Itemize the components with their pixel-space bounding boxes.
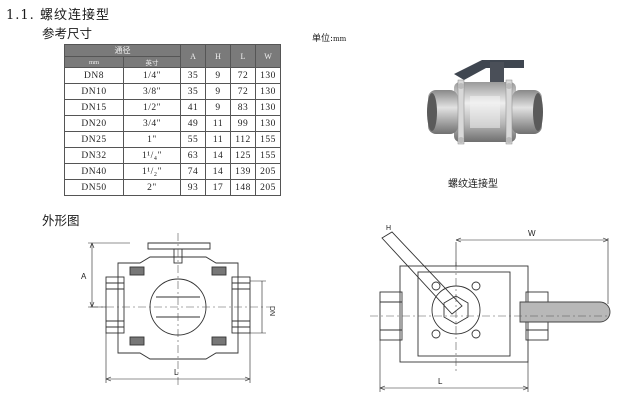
cell-dn: DN20 — [64, 115, 124, 132]
cell-dn: DN8 — [64, 67, 124, 84]
cell-w: 130 — [255, 83, 281, 100]
sub-header-inch: 英寸 — [123, 56, 181, 68]
cell-h: 14 — [205, 163, 231, 180]
col-header-h: H — [205, 44, 231, 68]
reference-dimensions-title: 参考尺寸 — [42, 26, 93, 41]
dim-label-h: H — [386, 225, 391, 232]
group-header: 通径 — [64, 44, 181, 57]
top-view-drawing: W L H — [370, 225, 611, 392]
cell-l: 72 — [230, 83, 256, 100]
cell-a: 35 — [180, 83, 206, 100]
cell-h: 17 — [205, 179, 231, 196]
cell-h: 9 — [205, 99, 231, 116]
cell-l: 148 — [230, 179, 256, 196]
cell-l: 72 — [230, 67, 256, 84]
dim-label-l-top: L — [438, 377, 443, 386]
cell-dn: DN50 — [64, 179, 124, 196]
unit-label-text: 单位: — [312, 34, 334, 44]
dim-label-dn: DN — [268, 306, 275, 316]
col-header-w: W — [255, 44, 281, 68]
section-drawing: A L DN — [81, 233, 275, 385]
cell-w: 155 — [255, 131, 281, 148]
cell-inch: 3/4" — [123, 115, 181, 132]
cell-l: 112 — [230, 131, 256, 148]
cell-inch: 1¹/₂" — [123, 163, 181, 180]
cell-w: 130 — [255, 115, 281, 132]
cell-dn: DN15 — [64, 99, 124, 116]
cell-a: 41 — [180, 99, 206, 116]
col-header-a: A — [180, 44, 206, 68]
cell-l: 99 — [230, 115, 256, 132]
cell-w: 205 — [255, 179, 281, 196]
photo-caption: 螺纹连接型 — [448, 179, 498, 190]
dim-label-w: W — [528, 229, 536, 238]
cell-dn: DN25 — [64, 131, 124, 148]
cell-a: 55 — [180, 131, 206, 148]
cell-h: 14 — [205, 147, 231, 164]
cell-inch: 3/8" — [123, 83, 181, 100]
cell-inch: 1/2" — [123, 99, 181, 116]
cell-inch: 2" — [123, 179, 181, 196]
unit-value: mm — [333, 35, 347, 43]
cell-dn: DN40 — [64, 163, 124, 180]
cell-l: 125 — [230, 147, 256, 164]
cell-a: 49 — [180, 115, 206, 132]
col-header-l: L — [230, 44, 256, 68]
cell-a: 93 — [180, 179, 206, 196]
cell-l: 83 — [230, 99, 256, 116]
sub-header-mm: mm — [64, 56, 124, 68]
cell-w: 130 — [255, 99, 281, 116]
cell-a: 63 — [180, 147, 206, 164]
cell-l: 139 — [230, 163, 256, 180]
cell-w: 155 — [255, 147, 281, 164]
dim-label-l: L — [174, 368, 179, 377]
section-title: 1.1. 螺纹连接型 — [6, 8, 110, 23]
unit-label: 单位:mm — [312, 31, 346, 44]
cell-w: 130 — [255, 67, 281, 84]
cell-h: 11 — [205, 115, 231, 132]
outline-drawing-heading: 外形图 — [42, 213, 80, 228]
cell-inch: 1¹/₄" — [123, 147, 181, 164]
dim-label-a: A — [81, 272, 87, 281]
cell-a: 74 — [180, 163, 206, 180]
cell-dn: DN32 — [64, 147, 124, 164]
valve-photo — [427, 60, 543, 145]
cell-w: 205 — [255, 163, 281, 180]
cell-dn: DN10 — [64, 83, 124, 100]
cell-h: 9 — [205, 83, 231, 100]
cell-h: 11 — [205, 131, 231, 148]
cell-h: 9 — [205, 67, 231, 84]
cell-inch: 1" — [123, 131, 181, 148]
cell-a: 35 — [180, 67, 206, 84]
cell-inch: 1/4" — [123, 67, 181, 84]
